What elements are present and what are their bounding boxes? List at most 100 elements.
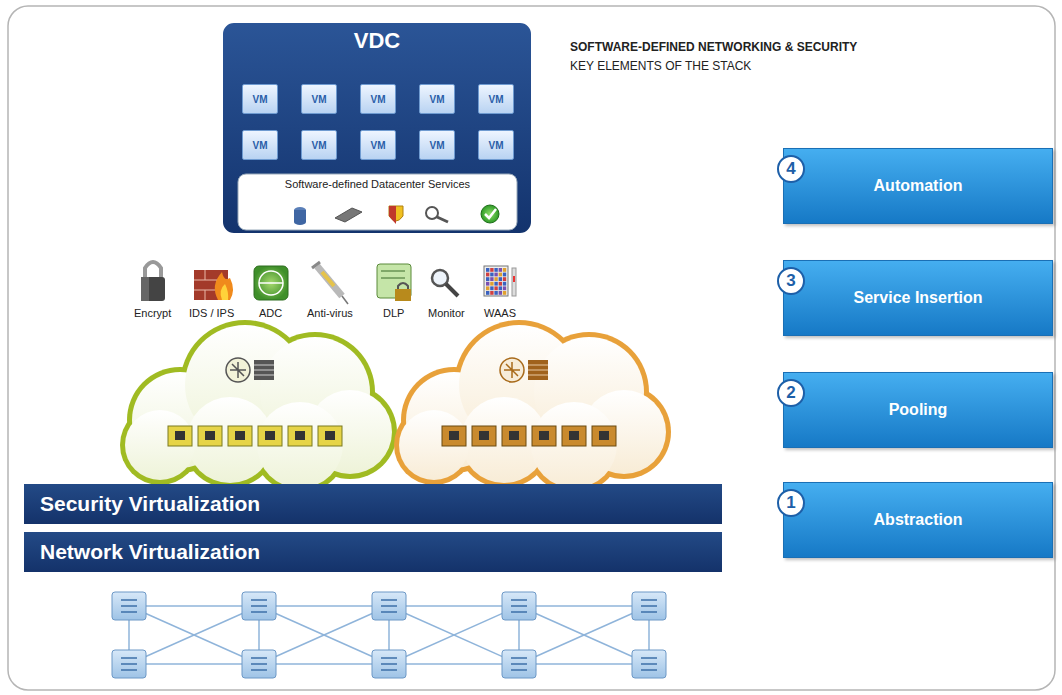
node-text: VM [371, 94, 386, 105]
waas-cell [503, 277, 506, 281]
port-socket [539, 431, 549, 440]
waas-cell [494, 273, 497, 277]
node-text: 2 [786, 383, 795, 403]
port [228, 426, 252, 446]
node-text: 4 [786, 159, 795, 179]
waas-cell [499, 282, 502, 286]
port-socket [175, 431, 185, 440]
node-text: VM [253, 140, 268, 151]
port [502, 426, 526, 446]
switch-mark [381, 663, 397, 665]
security-icons [141, 262, 516, 304]
services-panel: Software-defined Datacenter Services [238, 174, 517, 198]
node-text: VM [489, 94, 504, 105]
fabric-link [519, 663, 649, 665]
waas-cell [499, 286, 502, 290]
waas-cell [490, 277, 493, 281]
waas-cell [486, 277, 489, 281]
node-text: Pooling [889, 401, 948, 419]
fabric-link [519, 606, 649, 664]
port-socket [235, 431, 245, 440]
port [532, 426, 556, 446]
switch-mark [641, 599, 657, 601]
waas-cell [490, 268, 493, 272]
node-text: Abstraction [874, 511, 963, 529]
icon-label: WAAS [484, 307, 516, 319]
switch-mark [511, 611, 527, 613]
switch-mark [381, 669, 397, 671]
fabric-link [389, 663, 519, 665]
port-rows [168, 426, 616, 446]
port-socket [449, 431, 459, 440]
port-socket [569, 431, 579, 440]
icon-label: Encrypt [134, 307, 171, 319]
vm-box: VM [360, 130, 396, 160]
switch-mark [121, 599, 137, 601]
port-socket [295, 431, 305, 440]
orange-cloud [394, 320, 671, 493]
port [592, 426, 616, 446]
switch-mark [511, 663, 527, 665]
port [562, 426, 586, 446]
switch-mark [641, 669, 657, 671]
waas-cell [499, 277, 502, 281]
node-text: 3 [786, 271, 795, 291]
fabric-link [129, 605, 259, 607]
node-text: VM [253, 94, 268, 105]
fabric-link [259, 663, 389, 665]
vm-box: VM [419, 130, 455, 160]
vm-box: VM [360, 84, 396, 114]
fabric-link [259, 606, 389, 664]
vm-box: VM [242, 84, 278, 114]
switch [632, 650, 666, 678]
waas-cell [503, 291, 506, 295]
icon-label: IDS / IPS [189, 307, 234, 319]
waas-cell [503, 268, 506, 272]
switch [372, 650, 406, 678]
callout-number: 3 [777, 267, 805, 295]
switch-fabric [112, 592, 666, 678]
port [472, 426, 496, 446]
virtualization-band: Network Virtualization [24, 532, 722, 572]
service-icons [294, 205, 499, 225]
switch-mark [641, 605, 657, 607]
switch [112, 650, 146, 678]
waas-cell [494, 277, 497, 281]
switch-mark [381, 657, 397, 659]
fabric-link [519, 605, 649, 607]
waas-cell [494, 282, 497, 286]
waas-cell [503, 282, 506, 286]
switch [502, 650, 536, 678]
callout-number: 4 [777, 155, 805, 183]
callout-number: 2 [777, 379, 805, 407]
switch-mark [251, 611, 267, 613]
vm-box: VM [419, 84, 455, 114]
stack-layer-box: Abstraction1 [783, 482, 1053, 558]
switch-mark [251, 605, 267, 607]
icon-label: DLP [383, 307, 404, 319]
waas-cell [503, 286, 506, 290]
vm-box: VM [242, 130, 278, 160]
subtitle: KEY ELEMENTS OF THE STACK [570, 59, 751, 73]
title: SOFTWARE-DEFINED NETWORKING & SECURITY [570, 40, 857, 54]
waas-cell [494, 291, 497, 295]
services-panel [238, 174, 517, 230]
icon-label: Monitor [428, 307, 465, 319]
switch-mark [121, 669, 137, 671]
waas-cell [499, 268, 502, 272]
vdc-box: VDCVMVMVMVMVMVMVMVMVMVMSoftware-defined … [222, 22, 532, 234]
waas-cell [490, 286, 493, 290]
switch-mark [251, 657, 267, 659]
node-text: Software-defined Datacenter Services [285, 178, 470, 190]
switch-mark [511, 669, 527, 671]
waas-cell [486, 282, 489, 286]
port [198, 426, 222, 446]
switch-mark [121, 663, 137, 665]
node-text: VM [430, 94, 445, 105]
vm-box: VM [301, 130, 337, 160]
switch-mark [511, 599, 527, 601]
green-cloud [120, 320, 397, 493]
waas-cell [499, 291, 502, 295]
switch-mark [121, 605, 137, 607]
